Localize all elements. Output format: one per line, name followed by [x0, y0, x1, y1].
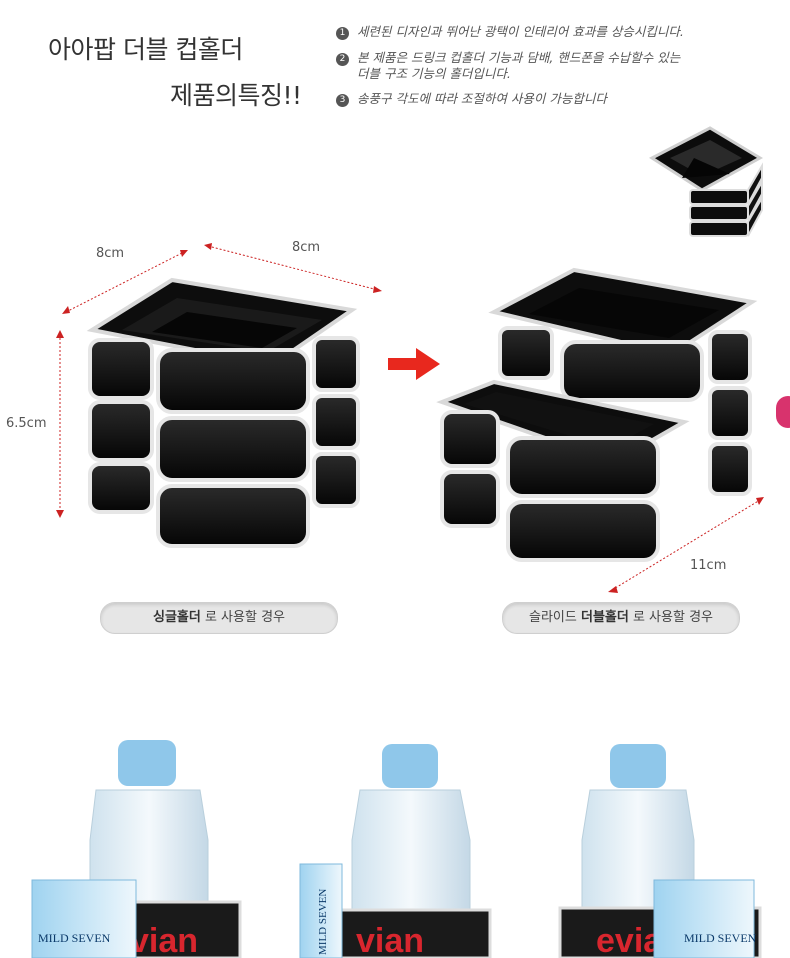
- photo-1: vian MILD SEVEN: [31, 740, 242, 958]
- dimension-width-left: 8cm: [96, 246, 125, 261]
- feature-1-text: 세련된 디자인과 뛰어난 광택이 인테리어 효과를 상승시킵니다.: [357, 24, 684, 39]
- single-holder-image: [86, 277, 360, 548]
- feature-2-text-line2: 더블 구조 기능의 홀더입니다.: [357, 66, 511, 81]
- double-holder-caption-bold: 더블홀더: [580, 610, 629, 625]
- single-holder-caption: 싱글홀더 로 사용할 경우: [100, 602, 338, 634]
- dimension-height: 6.5cm: [6, 416, 47, 431]
- bottle-label-2: vian: [356, 922, 424, 958]
- dimension-width-right: 8cm: [292, 240, 321, 255]
- title-line-1: 아아팝 더블 컵홀더: [48, 35, 243, 64]
- feature-2: 2 본 제품은 드링크 컵홀더 기능과 담배, 핸드폰을 수납할수 있는: [336, 50, 680, 66]
- box-label-1: MILD SEVEN: [38, 931, 111, 945]
- dimension-lines: [56, 243, 764, 593]
- product-thumbnail: [649, 126, 764, 237]
- bottle-label-1: vian: [130, 922, 198, 958]
- feature-1: 1 세련된 디자인과 뛰어난 광택이 인테리어 효과를 상승시킵니다.: [336, 24, 684, 40]
- feature-3-number: 3: [336, 94, 349, 107]
- feature-1-number: 1: [336, 27, 349, 40]
- feature-3: 3 송풍구 각도에 따라 조절하여 사용이 가능합니다: [336, 91, 607, 107]
- product-photos: vian MILD SEVEN vian MILD SEVEN evian MI…: [31, 740, 762, 958]
- feature-3-text: 송풍구 각도에 따라 조절하여 사용이 가능합니다: [357, 91, 607, 106]
- box-label-3: MILD SEVEN: [684, 931, 757, 945]
- double-holder-image: [436, 267, 758, 562]
- single-holder-caption-bold: 싱글홀더: [152, 610, 201, 625]
- feature-2-number: 2: [336, 53, 349, 66]
- double-holder-caption-rest: 로 사용할 경우: [632, 610, 713, 625]
- arrow-icon: [388, 348, 440, 380]
- photo-3: evian MILD SEVEN: [558, 744, 762, 958]
- photo-2: vian MILD SEVEN: [299, 744, 492, 958]
- dimension-extended: 11cm: [690, 558, 727, 573]
- double-holder-caption: 슬라이드 더블홀더 로 사용할 경우: [502, 602, 740, 634]
- title-line-2: 제품의특징!!: [170, 81, 302, 110]
- double-holder-caption-pre: 슬라이드: [529, 610, 577, 625]
- box-label-2: MILD SEVEN: [317, 889, 329, 955]
- side-badge[interactable]: [776, 396, 790, 428]
- feature-2-text: 본 제품은 드링크 컵홀더 기능과 담배, 핸드폰을 수납할수 있는: [357, 50, 681, 65]
- single-holder-caption-rest: 로 사용할 경우: [204, 610, 285, 625]
